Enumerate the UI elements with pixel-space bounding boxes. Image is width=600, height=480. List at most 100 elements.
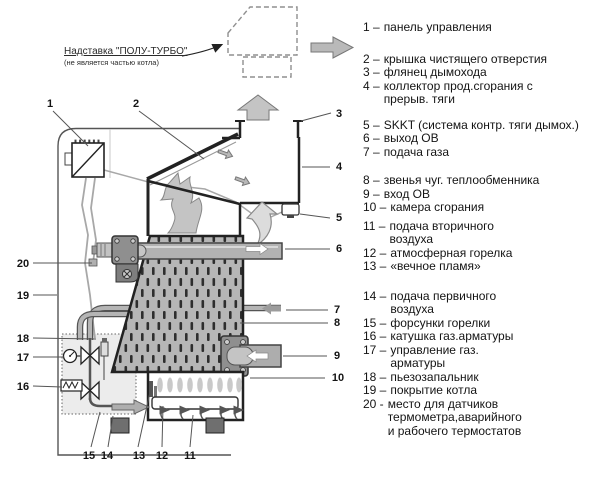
legend-item-number: 3 –	[363, 65, 380, 79]
legend-item-text: форсунки горелки	[390, 315, 491, 330]
gas-valve-upper	[80, 345, 100, 366]
legend-item-number: 16 –	[363, 329, 387, 343]
piezo-igniter	[100, 341, 109, 357]
legend-item-text: коллектор прод.сгорания с прерыв. тяги	[383, 78, 533, 106]
legend-item-text: подача первичного воздуха	[390, 288, 497, 316]
skkt-sensor	[281, 203, 300, 218]
legend-item-number: 2 –	[363, 51, 380, 66]
callout-number-10: 10	[332, 372, 344, 384]
attachment-pointer-arrow	[181, 43, 224, 57]
attachment-label-text: Надставка "ПОЛУ-ТУРБО"	[64, 46, 188, 57]
parts-legend: 1 –панель управления 2 –крышка чистящего…	[363, 13, 599, 438]
callout-number-8: 8	[334, 317, 340, 329]
burner-gas-feed-arrow-icon	[111, 399, 151, 415]
legend-item-text: катушка газ.арматуры	[390, 329, 514, 343]
legend-item-text: управление газ. арматуры	[390, 342, 479, 370]
callout-leader-14	[107, 415, 114, 448]
legend-item-number: 9 –	[363, 186, 380, 201]
legend-item-text: флянец дымохода	[383, 65, 487, 79]
legend-item-text: выход ОВ	[383, 131, 439, 145]
legend-item: 18 –пьезозапальник	[363, 369, 599, 385]
callout-leader-2	[138, 110, 205, 160]
callout-number-3: 3	[336, 108, 342, 120]
legend-item-text: атмосферная горелка	[390, 245, 513, 260]
attachment-label: Надставка "ПОЛУ-ТУРБО" (не является част…	[64, 46, 224, 67]
callout-number-6: 6	[336, 243, 342, 255]
legend-item-number: 20 -	[363, 396, 384, 411]
gas-valve-lower	[80, 380, 100, 401]
callout-leader-16	[32, 385, 63, 388]
callout-number-9: 9	[334, 350, 340, 362]
legend-item: 17 –управление газ. арматуры	[363, 342, 599, 371]
flue-collector	[147, 120, 303, 241]
legend-item-number: 11 –	[363, 218, 386, 233]
gas-flow-arrow-icon	[262, 302, 281, 315]
callout-leader-1	[52, 110, 89, 147]
valve-coil	[60, 379, 83, 392]
legend-group: 14 –подача первичного воздуха 15 –форсун…	[363, 288, 599, 439]
legend-item-text: покрытие котла	[390, 383, 477, 397]
callout-leader-3	[300, 112, 332, 122]
legend-item: 15 –форсунки горелки	[363, 315, 599, 331]
semi-turbo-attachment-outline	[227, 6, 298, 78]
callout-number-1: 1	[47, 98, 53, 110]
legend-item: 19 –покрытие котла	[363, 383, 599, 398]
callout-leader-5	[299, 213, 331, 219]
callout-number-7: 7	[334, 304, 340, 316]
control-panel	[64, 139, 105, 178]
legend-item: 10 –камера сгорания	[363, 200, 599, 215]
heating-water-outlet-pipe	[91, 235, 283, 283]
legend-item: 16 –катушка газ.арматуры	[363, 329, 599, 344]
legend-item-number: 17 –	[363, 342, 387, 357]
legend-item-number: 14 –	[363, 288, 387, 303]
legend-item: 1 –панель управления	[363, 20, 599, 35]
callout-number-18: 18	[17, 333, 29, 345]
callout-leader-18	[32, 337, 97, 340]
callout-leader-12	[161, 405, 164, 448]
legend-item-text: подача вторичного воздуха	[389, 218, 494, 246]
legend-item-text: подача газа	[383, 144, 450, 159]
gas-piping	[76, 302, 281, 340]
legend-item: 14 –подача первичного воздуха	[363, 288, 599, 317]
callout-number-5: 5	[336, 212, 342, 224]
legend-group: 5 –SKKT (система контр. тяги дымох.) 6 –…	[363, 117, 599, 160]
legend-item: 9 –вход ОВ	[363, 186, 599, 202]
legend-item-text: камера сгорания	[390, 200, 485, 214]
legend-item: 20 -место для датчиков термометра,аварий…	[363, 396, 599, 439]
legend-item-text: SKKT (система контр. тяги дымох.)	[383, 117, 579, 132]
draft-air-arrow-icon	[245, 201, 279, 246]
legend-item-number: 8 –	[363, 173, 380, 187]
callout-number-11: 11	[184, 450, 196, 462]
callout-number-2: 2	[133, 98, 139, 110]
legend-item-text: пьезозапальник	[390, 369, 479, 384]
legend-item-text: «вечное пламя»	[390, 259, 481, 273]
legend-group: 1 –панель управления	[363, 20, 599, 35]
boiler-casing-outline	[57, 127, 240, 456]
legend-item-number: 12 –	[363, 245, 387, 260]
heating-water-inlet-pipe	[220, 335, 282, 377]
legend-item: 4 –коллектор прод.сгорания с прерыв. тяг…	[363, 78, 599, 107]
legend-item: 6 –выход ОВ	[363, 131, 599, 146]
callout-leader-11	[189, 414, 194, 448]
pilot-flame-burner	[149, 381, 157, 397]
callout-number-17: 17	[17, 352, 29, 364]
callout-leader-13	[137, 391, 151, 448]
legend-item: 12 –атмосферная горелка	[363, 245, 599, 261]
legend-item-number: 13 –	[363, 259, 387, 273]
legend-item: 3 –флянец дымохода	[363, 65, 599, 80]
legend-group: 8 –звенья чуг. теплообменника 9 –вход ОВ…	[363, 173, 599, 215]
atmospheric-burner-bar	[151, 396, 239, 410]
callout-number-15: 15	[83, 450, 95, 462]
gas-valve-internals	[60, 338, 112, 408]
callout-number-20: 20	[17, 258, 29, 270]
legend-item: 11 –подача вторичного воздуха	[363, 218, 599, 247]
callout-number-13: 13	[133, 450, 145, 462]
water-in-flow-arrow-icon	[246, 349, 269, 363]
flame-symbol	[159, 171, 203, 234]
legend-item-number: 7 –	[363, 144, 380, 159]
burner-flames	[157, 377, 242, 393]
cleaning-cover	[146, 132, 239, 236]
callout-number-16: 16	[17, 381, 29, 393]
flue-gas-flow-arrow-icons	[217, 148, 251, 187]
